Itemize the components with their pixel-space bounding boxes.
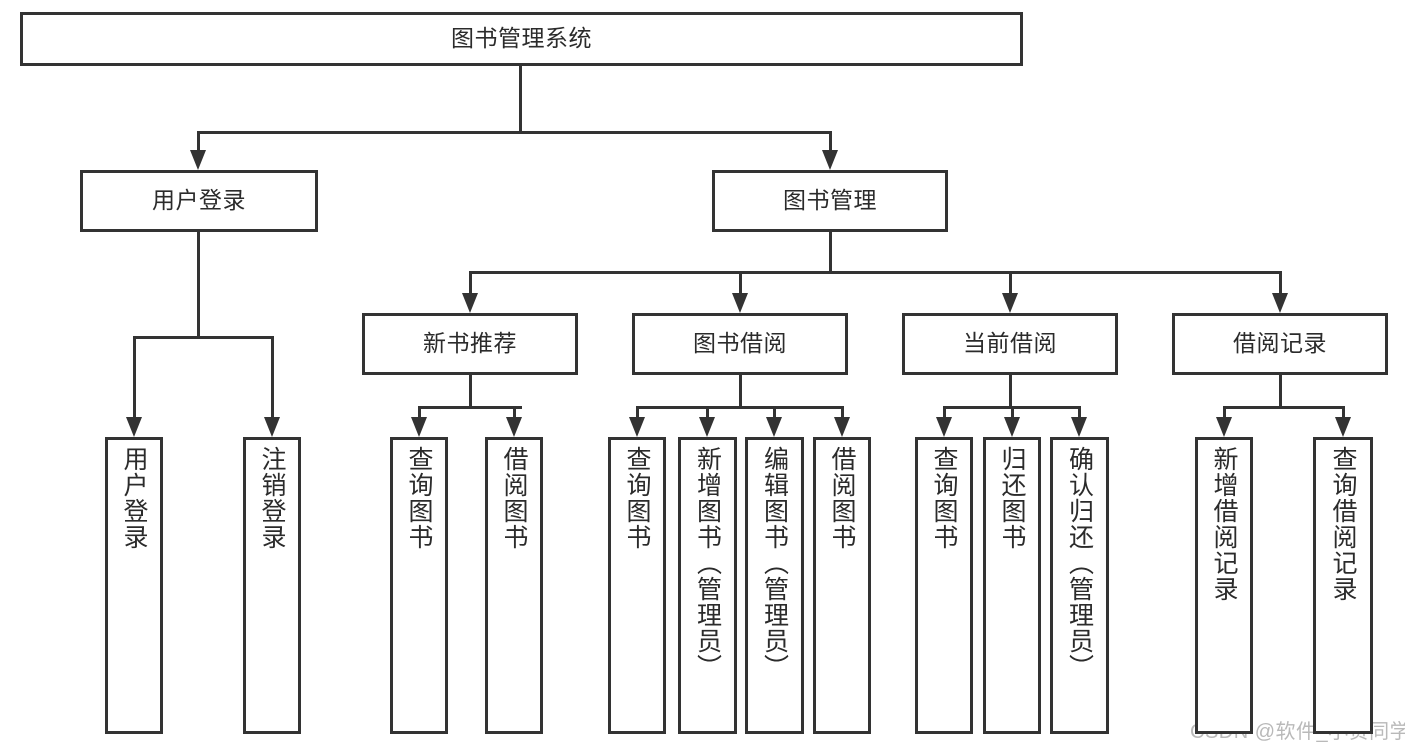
connector-root-arrow-1-shaft <box>829 131 832 152</box>
connector-group-1-arrow-0-head <box>629 417 645 437</box>
connector-root-arrow-0-shaft <box>197 131 200 152</box>
connector-group-1-stem <box>739 375 742 409</box>
node-label: 借阅图书 <box>828 446 856 550</box>
node-label: 查询图书 <box>930 446 958 550</box>
connector-group-3-arrow-1-shaft <box>1342 406 1345 419</box>
connector-user-login-arrow-0-head <box>126 417 142 437</box>
node-label: 新增图书（管理员） <box>693 446 722 680</box>
node-label: 注销登录 <box>258 446 286 550</box>
connector-group-0-arrow-0-head <box>411 417 427 437</box>
connector-group-1-arrow-3-head <box>834 417 850 437</box>
node-leaf-confirm-return-admin[interactable]: 确认归还（管理员） <box>1050 437 1109 734</box>
connector-user-login-arrow-0-shaft <box>133 336 136 419</box>
node-leaf-logout-login[interactable]: 注销登录 <box>243 437 301 734</box>
connector-group-0-arrow-1-shaft <box>513 406 516 419</box>
connector-group-3-arrow-0-head <box>1216 417 1232 437</box>
node-leaf-borrow-book-2[interactable]: 借阅图书 <box>813 437 871 734</box>
node-label: 查询图书 <box>405 446 433 550</box>
connector-book-manage-arrow-1-shaft <box>739 271 742 295</box>
node-current-borrow[interactable]: 当前借阅 <box>902 313 1118 375</box>
node-new-book-recommend[interactable]: 新书推荐 <box>362 313 578 375</box>
connector-book-manage-bus <box>470 271 1280 274</box>
connector-user-login-bus <box>134 336 272 339</box>
node-label: 当前借阅 <box>963 330 1057 357</box>
connector-group-1-bus <box>637 406 842 409</box>
connector-group-2-arrow-1-shaft <box>1011 406 1014 419</box>
connector-group-3-bus <box>1224 406 1343 409</box>
connector-group-1-arrow-1-head <box>699 417 715 437</box>
connector-group-0-arrow-1-head <box>506 417 522 437</box>
node-book-borrow[interactable]: 图书借阅 <box>632 313 848 375</box>
connector-user-login-arrow-1-head <box>264 417 280 437</box>
connector-group-2-arrow-0-head <box>936 417 952 437</box>
connector-group-3-arrow-0-shaft <box>1223 406 1226 419</box>
connector-user-login-stem <box>197 232 200 337</box>
node-label: 用户登录 <box>152 187 246 214</box>
node-user-login[interactable]: 用户登录 <box>80 170 318 232</box>
node-leaf-borrow-book-1[interactable]: 借阅图书 <box>485 437 543 734</box>
node-label: 归还图书 <box>998 446 1026 550</box>
node-label: 图书管理系统 <box>451 25 592 52</box>
connector-group-2-stem <box>1009 375 1012 409</box>
connector-group-0-stem <box>469 375 472 409</box>
connector-group-1-arrow-1-shaft <box>706 406 709 419</box>
connector-user-login-arrow-1-shaft <box>271 336 274 419</box>
node-leaf-add-borrow-record[interactable]: 新增借阅记录 <box>1195 437 1253 734</box>
node-label: 新书推荐 <box>423 330 517 357</box>
node-leaf-return-book[interactable]: 归还图书 <box>983 437 1041 734</box>
node-leaf-add-book-admin[interactable]: 新增图书（管理员） <box>678 437 737 734</box>
connector-root-stem <box>519 66 522 132</box>
node-root-root[interactable]: 图书管理系统 <box>20 12 1023 66</box>
connector-book-manage-stem <box>829 232 832 272</box>
connector-group-2-arrow-2-head <box>1071 417 1087 437</box>
connector-group-2-arrow-0-shaft <box>943 406 946 419</box>
connector-book-manage-arrow-2-head <box>1002 293 1018 313</box>
connector-book-manage-arrow-1-head <box>732 293 748 313</box>
connector-book-manage-arrow-3-shaft <box>1279 271 1282 295</box>
node-label: 图书管理 <box>783 187 877 214</box>
node-leaf-query-book-2[interactable]: 查询图书 <box>608 437 666 734</box>
node-label: 查询借阅记录 <box>1329 446 1357 602</box>
node-label: 用户登录 <box>120 446 148 550</box>
connector-group-1-arrow-3-shaft <box>841 406 844 419</box>
connector-group-2-arrow-2-shaft <box>1078 406 1081 419</box>
node-borrow-record[interactable]: 借阅记录 <box>1172 313 1388 375</box>
node-leaf-query-book-3[interactable]: 查询图书 <box>915 437 973 734</box>
connector-group-1-arrow-2-head <box>766 417 782 437</box>
connector-group-0-arrow-0-shaft <box>418 406 421 419</box>
node-label: 借阅记录 <box>1233 330 1327 357</box>
connector-book-manage-arrow-0-shaft <box>469 271 472 295</box>
connector-group-3-arrow-1-head <box>1335 417 1351 437</box>
connector-group-2-arrow-1-head <box>1004 417 1020 437</box>
connector-book-manage-arrow-2-shaft <box>1009 271 1012 295</box>
node-book-manage[interactable]: 图书管理 <box>712 170 948 232</box>
node-label: 确认归还（管理员） <box>1065 446 1094 680</box>
connector-group-1-arrow-0-shaft <box>636 406 639 419</box>
connector-group-1-arrow-2-shaft <box>773 406 776 419</box>
node-leaf-edit-book-admin[interactable]: 编辑图书（管理员） <box>745 437 804 734</box>
node-leaf-query-book-1[interactable]: 查询图书 <box>390 437 448 734</box>
connector-group-3-stem <box>1279 375 1282 409</box>
connector-book-manage-arrow-0-head <box>462 293 478 313</box>
node-label: 新增借阅记录 <box>1210 446 1238 602</box>
connector-root-bus <box>198 131 830 134</box>
connector-root-arrow-1-head <box>822 150 838 170</box>
connector-group-0-bus <box>419 406 522 409</box>
node-leaf-query-borrow-record[interactable]: 查询借阅记录 <box>1313 437 1373 734</box>
connector-book-manage-arrow-3-head <box>1272 293 1288 313</box>
node-leaf-user-login[interactable]: 用户登录 <box>105 437 163 734</box>
node-label: 编辑图书（管理员） <box>760 446 789 680</box>
connector-root-arrow-0-head <box>190 150 206 170</box>
node-label: 借阅图书 <box>500 446 528 550</box>
node-label: 查询图书 <box>623 446 651 550</box>
node-label: 图书借阅 <box>693 330 787 357</box>
